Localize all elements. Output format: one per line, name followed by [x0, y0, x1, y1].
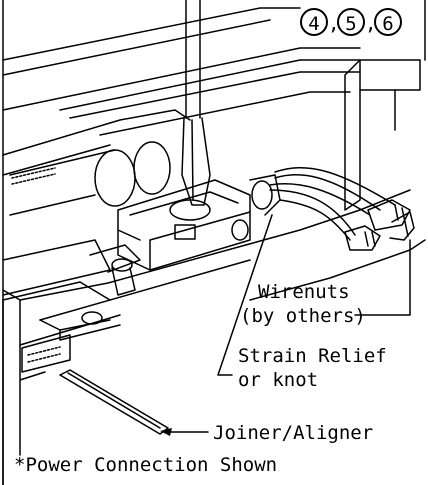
strain-relief [231, 174, 281, 241]
wirenuts [344, 199, 415, 251]
screwdriver [181, 0, 211, 206]
step-separator: , [328, 13, 340, 35]
step-separator: , [365, 13, 377, 35]
terminal-hardware [39, 244, 141, 341]
wirenuts-label-line1: Wirenuts [258, 281, 350, 303]
joiner-arrowhead [160, 428, 172, 436]
step-marker-4: 4 [300, 8, 328, 36]
power-connection-note: *Power Connection Shown [14, 454, 278, 476]
mounting-bracket [117, 179, 251, 271]
wire-bundle [269, 166, 396, 241]
end-connector [19, 334, 71, 381]
ballast-body [2, 109, 191, 216]
step-markers: 4,5,6 [300, 8, 425, 44]
joiner-label: Joiner/Aligner [213, 422, 373, 444]
step-marker-6: 6 [374, 8, 402, 36]
joiner-aligner [59, 369, 169, 435]
strain-relief-label-line1: Strain Relief [238, 345, 387, 367]
wirenuts-leader [354, 239, 411, 316]
strain-relief-leader [217, 214, 273, 376]
step-marker-5: 5 [337, 8, 365, 36]
wirenuts-label-line2: (by others) [240, 305, 366, 327]
strain-relief-label-line2: or knot [238, 369, 318, 391]
fixture-housing [2, 7, 426, 485]
